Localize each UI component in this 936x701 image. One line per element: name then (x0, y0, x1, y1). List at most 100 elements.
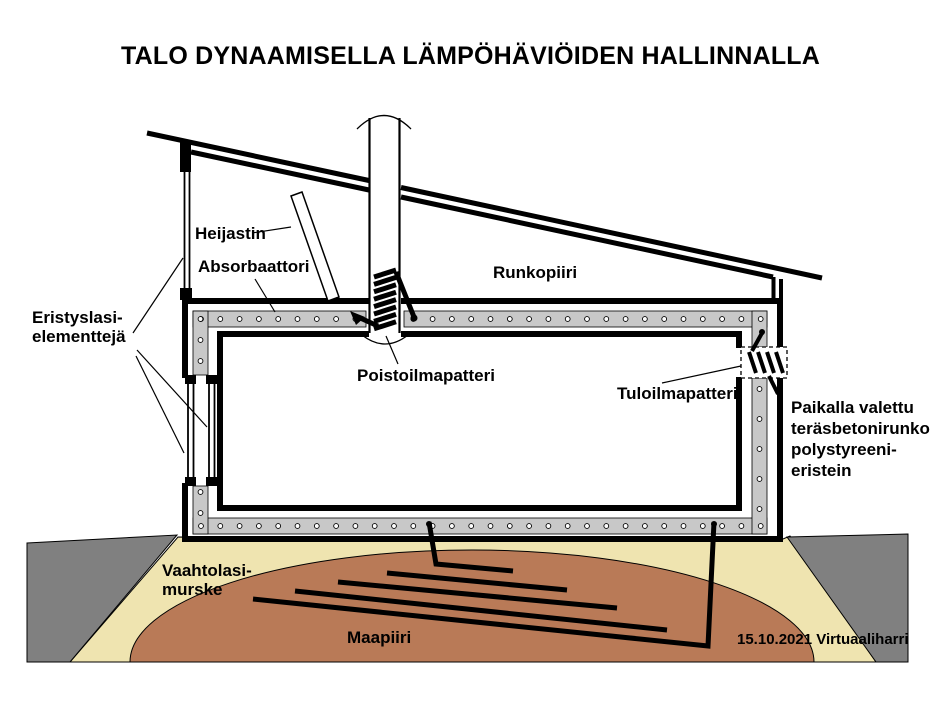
rebar-dot (756, 386, 763, 392)
roof-upper-line (146, 130, 370, 183)
leader-poistoilmapatteri (385, 335, 399, 365)
floor-connection-dot (426, 521, 432, 527)
rebar-dot (468, 316, 475, 322)
page-title: TALO DYNAAMISELLA LÄMPÖHÄVIÖIDEN HALLINN… (121, 42, 821, 70)
rebar-dot (545, 316, 552, 322)
rebar-dot (506, 523, 513, 529)
frame-connection-dot (410, 314, 418, 322)
leader-absorbaattori (254, 278, 276, 313)
rebar-dot (642, 523, 648, 529)
rebar-dot (294, 316, 301, 322)
rebar-dot (197, 358, 204, 364)
rebar-dot (256, 316, 262, 322)
rebar-dot (313, 523, 320, 529)
frame-connection-dot (759, 329, 765, 335)
rebar-dot (217, 316, 224, 322)
supply-pipe-lower (767, 375, 780, 395)
rebar-dot (197, 489, 204, 495)
rebar-dot (622, 316, 629, 322)
rebar-dot (719, 523, 725, 529)
rebar-dot (699, 316, 706, 322)
rebar-dot (256, 523, 262, 529)
label-paikalla-line2: teräsbetonirunko (791, 419, 930, 438)
rebar-dot (661, 316, 668, 322)
rebar-dot (756, 446, 763, 452)
inner-wall-lines (217, 331, 742, 511)
label-tuloilmapatteri: Tuloilmapatteri (617, 384, 738, 403)
rebar-dot (719, 316, 725, 322)
rebar-dot (756, 506, 763, 512)
soil-right-shape (786, 533, 909, 663)
coil-to-frame-pipe (393, 271, 417, 318)
rebar-dot (449, 523, 455, 529)
label-poistoilmapatteri: Poistoilmapatteri (357, 366, 495, 385)
rebar-dot (603, 523, 610, 529)
rebar-dot (487, 523, 494, 529)
rebar-dot (333, 316, 339, 322)
floor-connection-dot (711, 521, 717, 527)
label-eristyslasi-line1: Eristyslasi- (32, 308, 123, 327)
rebar-dot (197, 316, 204, 322)
rebar-dot (680, 316, 687, 322)
roof-lower-line (190, 149, 370, 193)
rebar-dot (699, 523, 706, 529)
ground-loop-pipes (252, 521, 717, 649)
label-heijastin: Heijastin (195, 224, 266, 243)
rebar-dot (197, 337, 204, 343)
roof-upper-line (400, 185, 823, 281)
rebar-dot (738, 523, 745, 529)
roof (146, 130, 823, 302)
rebar-dot (468, 523, 475, 529)
label-paikalla-line4: eristein (791, 461, 852, 480)
label-maapiiri: Maapiiri (347, 628, 412, 647)
rebar-dot (642, 316, 648, 322)
rebar-dot (526, 523, 532, 529)
label-vaahtolasi-line1: Vaahtolasi- (162, 561, 252, 580)
rebar-dot (275, 316, 282, 322)
rebar-dot (622, 523, 629, 529)
rebar-dot (564, 316, 571, 322)
glass-cap (206, 477, 217, 486)
supply-air-coil (740, 329, 788, 395)
concrete-insulation-band (192, 310, 768, 535)
rebar-dot (236, 316, 243, 322)
label-absorbaattori: Absorbaattori (198, 257, 310, 276)
rebar-dot (333, 523, 339, 529)
glass-cap (206, 375, 217, 384)
leader-eristyslasi-2 (136, 349, 208, 428)
leader-lines (132, 226, 742, 454)
insulating-glass-upper (180, 141, 192, 300)
rebar-dot (584, 523, 590, 529)
house-body-background (182, 298, 783, 542)
glass-cap (180, 288, 192, 300)
rebar-dot (236, 523, 243, 529)
rebar-dot (756, 416, 763, 422)
rebar-dot (429, 316, 436, 322)
rebar-dot (294, 523, 301, 529)
ground-layers (26, 533, 909, 663)
rebar-dot (410, 523, 417, 529)
rebar-dot (198, 523, 204, 529)
rebar-dot (217, 523, 224, 529)
rebar-dot (197, 510, 204, 516)
glass-cap (180, 141, 191, 172)
rebar-dot (275, 523, 282, 529)
ground-loop-dome-shape (129, 549, 815, 663)
rebar-dot (564, 523, 571, 529)
rebar-dot (603, 316, 610, 322)
flow-arrowhead (350, 311, 365, 325)
rebar-dot (352, 523, 359, 529)
label-paikalla-line1: Paikalla valettu (791, 398, 914, 417)
rebar-dot (584, 316, 590, 322)
leader-eristyslasi-3 (135, 355, 185, 454)
rebar-dot (506, 316, 513, 322)
label-runkopiiri: Runkopiiri (493, 263, 578, 282)
supply-pipe-upper (750, 332, 764, 352)
exhaust-air-coil (350, 267, 418, 332)
duct-bottom-bell (361, 334, 409, 345)
rebar-dot (757, 523, 764, 529)
reflector-panel (290, 191, 340, 302)
insulating-glass-lower (185, 375, 217, 486)
